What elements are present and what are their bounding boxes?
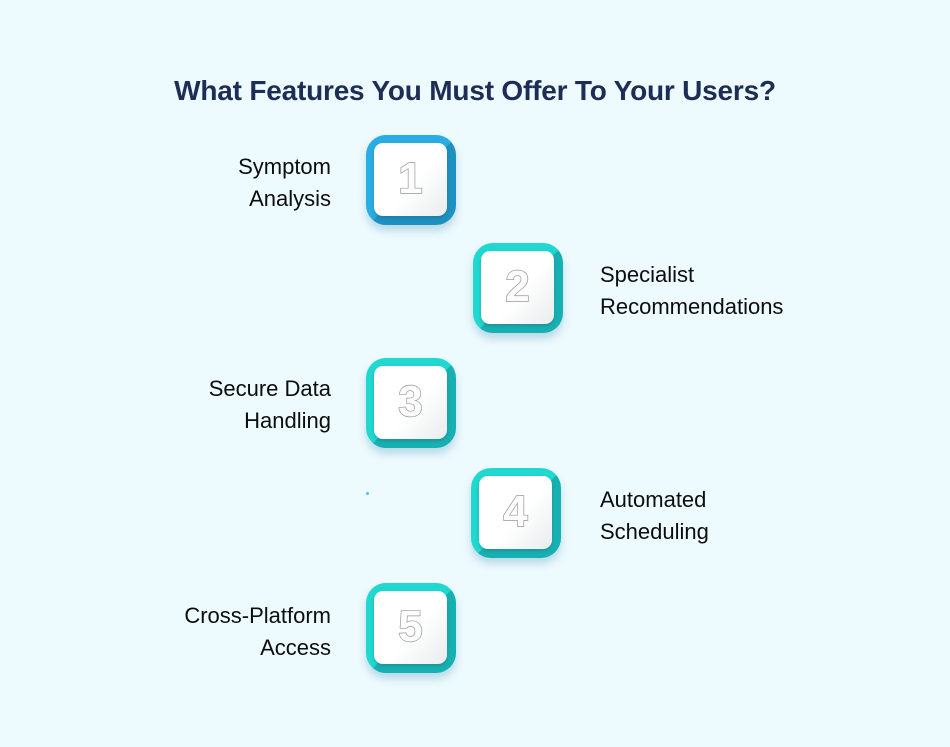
step-box-2: 2	[473, 243, 563, 333]
step-label-5-line-1: Cross-Platform	[184, 603, 331, 628]
step-label-5-line-2: Access	[260, 635, 331, 660]
step-number-2: 2	[505, 261, 531, 311]
step-label-4-line-1: Automated	[600, 487, 707, 512]
step-card-1: 1	[374, 143, 447, 216]
step-label-5: Cross-Platform Access	[184, 600, 331, 664]
step-box-5: 5	[366, 583, 456, 673]
step-box-1: 1	[366, 135, 456, 225]
step-label-3-line-1: Secure Data	[208, 376, 331, 401]
step-label-1-line-1: Symptom	[238, 154, 331, 179]
step-label-4-line-2: Scheduling	[600, 519, 709, 544]
step-label-2-line-1: Specialist	[600, 262, 695, 287]
step-card-4: 4	[479, 476, 552, 549]
step-number-1: 1	[398, 153, 424, 203]
step-label-2: Specialist Recommendations	[600, 259, 783, 323]
step-number-4: 4	[503, 486, 529, 536]
decorative-dot	[366, 492, 369, 495]
step-box-3: 3	[366, 358, 456, 448]
step-card-3: 3	[374, 366, 447, 439]
step-label-3: Secure Data Handling	[209, 373, 331, 437]
step-label-1: Symptom Analysis	[238, 151, 331, 215]
step-number-5: 5	[398, 601, 424, 651]
step-label-1-line-2: Analysis	[249, 186, 331, 211]
step-label-3-line-2: Handling	[244, 408, 331, 433]
step-box-4: 4	[471, 468, 561, 558]
step-label-4: Automated Scheduling	[600, 484, 709, 548]
step-card-5: 5	[374, 591, 447, 664]
step-card-2: 2	[481, 251, 554, 324]
step-label-2-line-2: Recommendations	[600, 294, 784, 319]
page-title: What Features You Must Offer To Your Use…	[174, 74, 776, 106]
step-number-3: 3	[398, 376, 424, 426]
